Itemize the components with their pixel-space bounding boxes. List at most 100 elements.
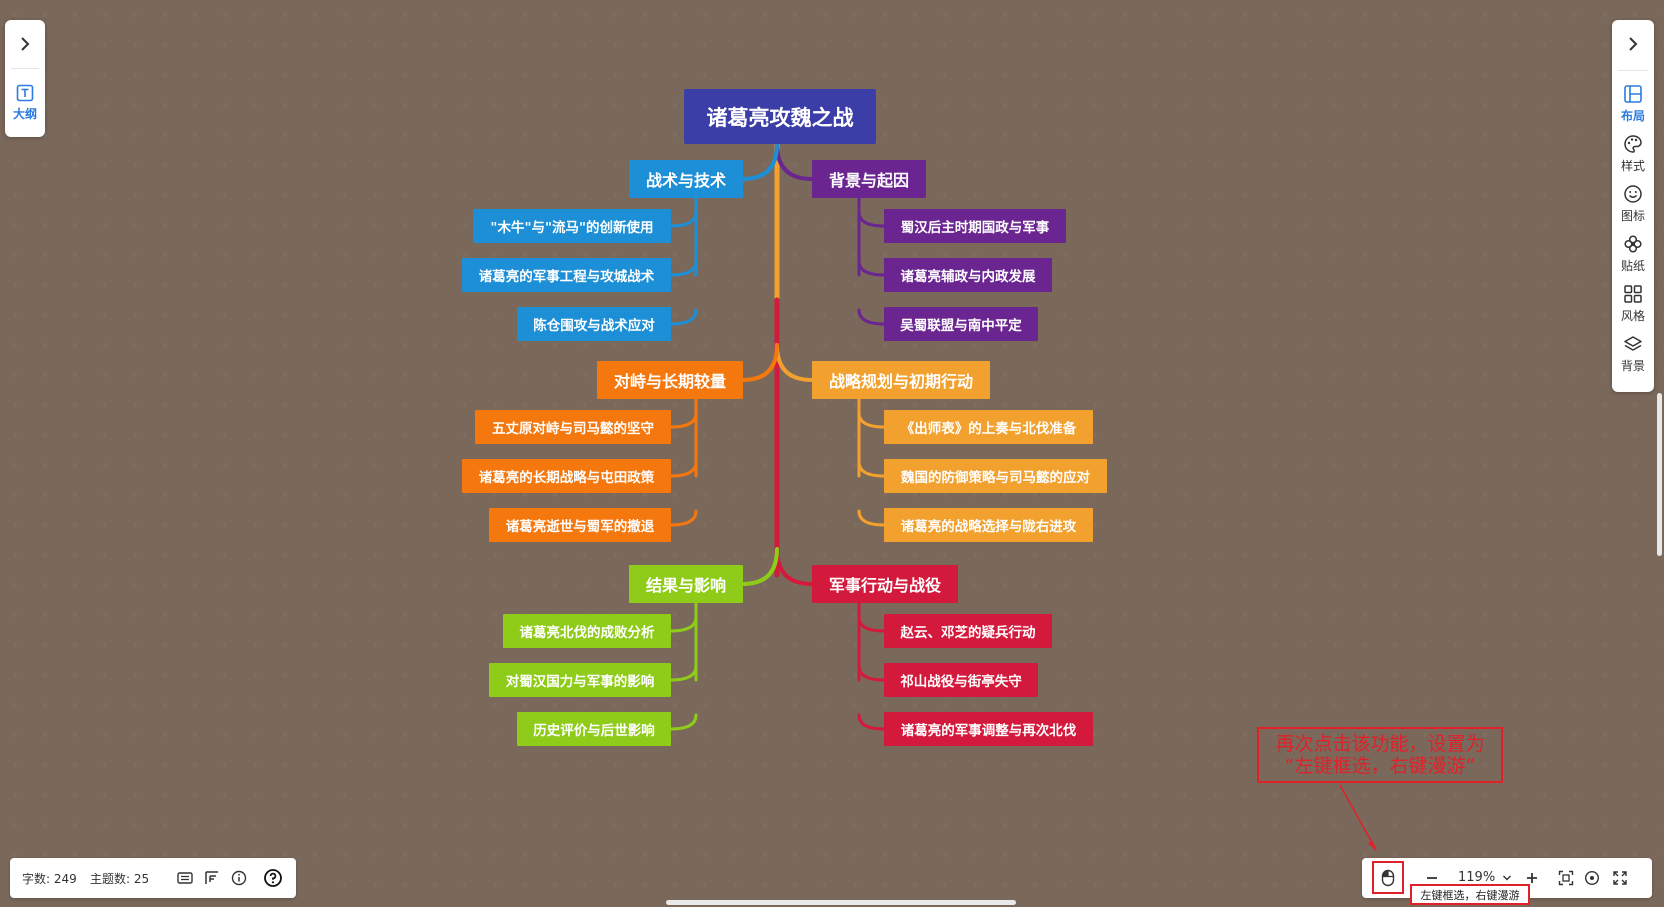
layout-icon <box>1624 85 1642 103</box>
branch-topic[interactable]: 背景与起因 <box>812 160 926 198</box>
subtopic[interactable]: 赵云、邓芝的疑兵行动 <box>884 614 1052 648</box>
leaf-connector <box>857 411 886 429</box>
subtopic[interactable]: 祁山战役与街亭失守 <box>884 663 1038 697</box>
branch-topic[interactable]: 战术与技术 <box>629 160 743 198</box>
tool-background[interactable]: 背景 <box>1612 334 1654 378</box>
branch-connector <box>741 343 779 382</box>
topic-count: 主题数: 25 <box>90 872 150 886</box>
subtopic[interactable]: 魏国的防御策略与司马懿的应对 <box>884 459 1107 493</box>
subtopic[interactable]: 五丈原对峙与司马懿的坚守 <box>475 410 671 444</box>
leaf-connector <box>669 210 698 228</box>
annotation-line-2: “左键框选，右键漫游” <box>1284 755 1476 777</box>
keyboard-icon <box>177 872 193 884</box>
leaf-connector <box>857 259 886 277</box>
center-button[interactable] <box>1582 868 1602 888</box>
root-topic[interactable]: 诸葛亮攻魏之战 <box>684 89 876 144</box>
panel-divider <box>11 68 39 69</box>
leaf-connector <box>669 509 698 527</box>
subtopic[interactable]: 对蜀汉国力与军事的影响 <box>489 663 671 697</box>
branch-connector <box>775 547 814 586</box>
minimap-button[interactable] <box>203 869 221 887</box>
left-panel: 大纲 <box>5 20 45 137</box>
expand-left-button[interactable] <box>5 30 45 58</box>
fullscreen-button[interactable] <box>1610 868 1630 888</box>
plus-icon <box>1527 873 1537 883</box>
branch-topic[interactable]: 结果与影响 <box>629 565 743 603</box>
leaf-connector <box>857 713 886 731</box>
subtopic[interactable]: 蜀汉后主时期国政与军事 <box>884 209 1066 243</box>
subtopic[interactable]: "木牛"与"流马"的创新使用 <box>473 209 671 243</box>
word-count: 字数: 249 <box>22 872 77 886</box>
branch-connector <box>741 142 779 181</box>
tool-label: 背景 <box>1620 359 1645 373</box>
subtopic[interactable]: 诸葛亮的军事工程与攻城战术 <box>462 258 671 292</box>
help-button[interactable] <box>263 868 283 888</box>
right-panel: 布局 样式 图标 贴纸 风格 <box>1612 20 1654 392</box>
subtopic[interactable]: 吴蜀联盟与南中平定 <box>884 307 1038 341</box>
mouse-mode-button[interactable] <box>1372 861 1404 894</box>
tool-label: 样式 <box>1620 159 1645 173</box>
zoom-dropdown[interactable] <box>1500 868 1514 888</box>
leaf-connector <box>857 664 886 682</box>
grid-icon <box>1624 285 1642 303</box>
branch-topic[interactable]: 军事行动与战役 <box>812 565 958 603</box>
subtopic[interactable]: 《出师表》的上奏与北伐准备 <box>884 410 1093 444</box>
layers-icon <box>1624 336 1642 351</box>
subtopic[interactable]: 诸葛亮的战略选择与陇右进攻 <box>884 508 1093 542</box>
help-icon <box>264 869 282 887</box>
subtopic[interactable]: 诸葛亮逝世与蜀军的撤退 <box>489 508 671 542</box>
tool-sticker[interactable]: 贴纸 <box>1612 234 1654 278</box>
leaf-connector <box>669 411 698 429</box>
panel-divider <box>1618 70 1648 71</box>
subtopic[interactable]: 诸葛亮北伐的成败分析 <box>503 614 671 648</box>
fullscreen-icon <box>1613 871 1627 885</box>
mode-tooltip: 左键框选，右键漫游 <box>1410 884 1530 905</box>
subtopic[interactable]: 诸葛亮的长期战略与屯田政策 <box>462 459 671 493</box>
mouse-icon <box>1381 869 1395 886</box>
palette-icon <box>1624 135 1642 153</box>
subtopic[interactable]: 陈仓围攻与战术应对 <box>517 307 671 341</box>
tool-label: 贴纸 <box>1620 259 1645 273</box>
annotation-line-1: 再次点击该功能，设置为 <box>1275 733 1485 755</box>
outline-button[interactable]: 大纲 <box>5 84 45 128</box>
tool-label: 布局 <box>1620 109 1645 123</box>
outline-icon <box>16 84 34 102</box>
leaf-connector <box>857 460 886 478</box>
subtopic[interactable]: 诸葛亮的军事调整与再次北伐 <box>884 712 1093 746</box>
leaf-connector <box>857 509 886 527</box>
chevron-right-icon <box>21 37 30 51</box>
zoom-level[interactable]: 119% <box>1458 870 1496 885</box>
fit-canvas-button[interactable] <box>1556 868 1576 888</box>
leaf-connector <box>669 259 698 277</box>
chevron-right-icon <box>1629 37 1638 51</box>
tool-theme[interactable]: 风格 <box>1612 284 1654 328</box>
leaf-connector <box>669 615 698 633</box>
leaf-connector <box>669 713 698 731</box>
tool-style[interactable]: 样式 <box>1612 134 1654 178</box>
minimap-icon <box>205 871 218 884</box>
tool-layout[interactable]: 布局 <box>1612 84 1654 128</box>
chevron-down-icon <box>1503 875 1511 881</box>
vertical-scrollbar[interactable] <box>1657 393 1662 556</box>
tool-icon[interactable]: 图标 <box>1612 184 1654 228</box>
branch-topic[interactable]: 对峙与长期较量 <box>597 361 743 399</box>
branch-topic[interactable]: 战略规划与初期行动 <box>812 361 990 399</box>
expand-right-button[interactable] <box>1612 30 1654 58</box>
leaf-connector <box>857 308 886 326</box>
leaf-connector <box>857 210 886 228</box>
info-button[interactable] <box>230 869 248 887</box>
subtopic[interactable]: 历史评价与后世影响 <box>517 712 671 746</box>
annotation-callout: 再次点击该功能，设置为 “左键框选，右键漫游” <box>1257 727 1503 783</box>
status-bar: 字数: 249 主题数: 25 <box>10 858 296 898</box>
leaf-connector <box>669 460 698 478</box>
fit-screen-icon <box>1558 870 1574 886</box>
subtopic[interactable]: 诸葛亮辅政与内政发展 <box>884 258 1052 292</box>
minus-icon <box>1427 877 1437 879</box>
keyboard-button[interactable] <box>176 869 194 887</box>
zoom-out-button[interactable] <box>1422 868 1442 888</box>
leaf-connector <box>669 664 698 682</box>
horizontal-scrollbar[interactable] <box>666 900 1016 905</box>
branch-connector <box>775 142 814 181</box>
zoom-in-button[interactable] <box>1522 868 1542 888</box>
